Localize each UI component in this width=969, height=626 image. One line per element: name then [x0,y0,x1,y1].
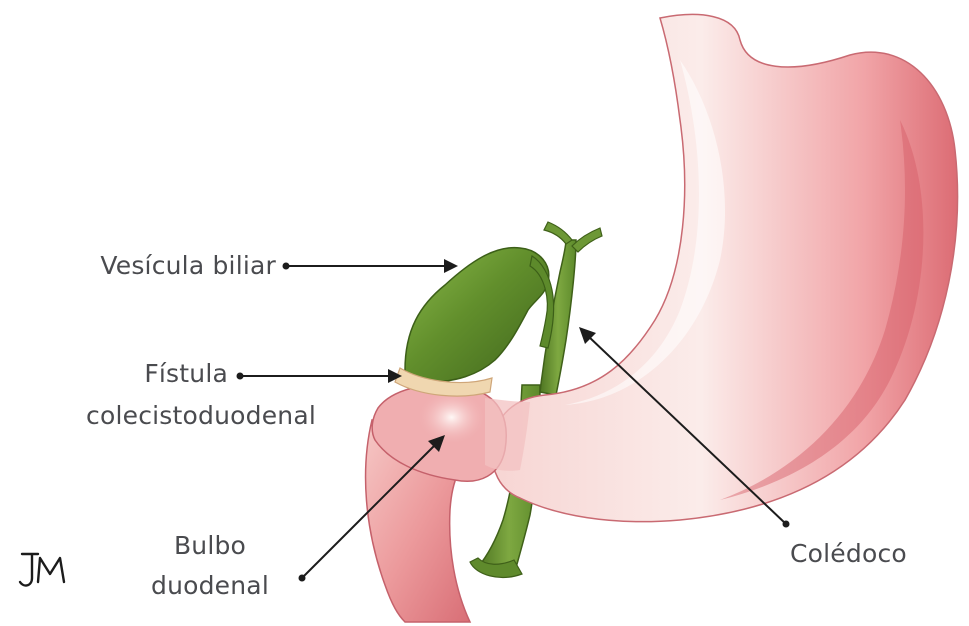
label-fistula-line1: Fístula [80,356,228,391]
label-bulbo-line2: duodenal [122,568,298,603]
label-coledoco: Colédoco [790,536,960,571]
author-signature [16,548,72,590]
duodenum [366,385,530,622]
gallbladder-body [405,248,549,382]
label-vesicula-biliar: Vesícula biliar [36,248,276,283]
hepatic-duct-left [544,222,572,244]
label-bulbo-line1: Bulbo [130,528,290,563]
arrowhead-vesicula [444,259,458,273]
duodenal-bulb-highlight [410,393,490,457]
label-fistula-line2: colecistoduodenal [10,398,316,433]
gallbladder [395,248,554,396]
